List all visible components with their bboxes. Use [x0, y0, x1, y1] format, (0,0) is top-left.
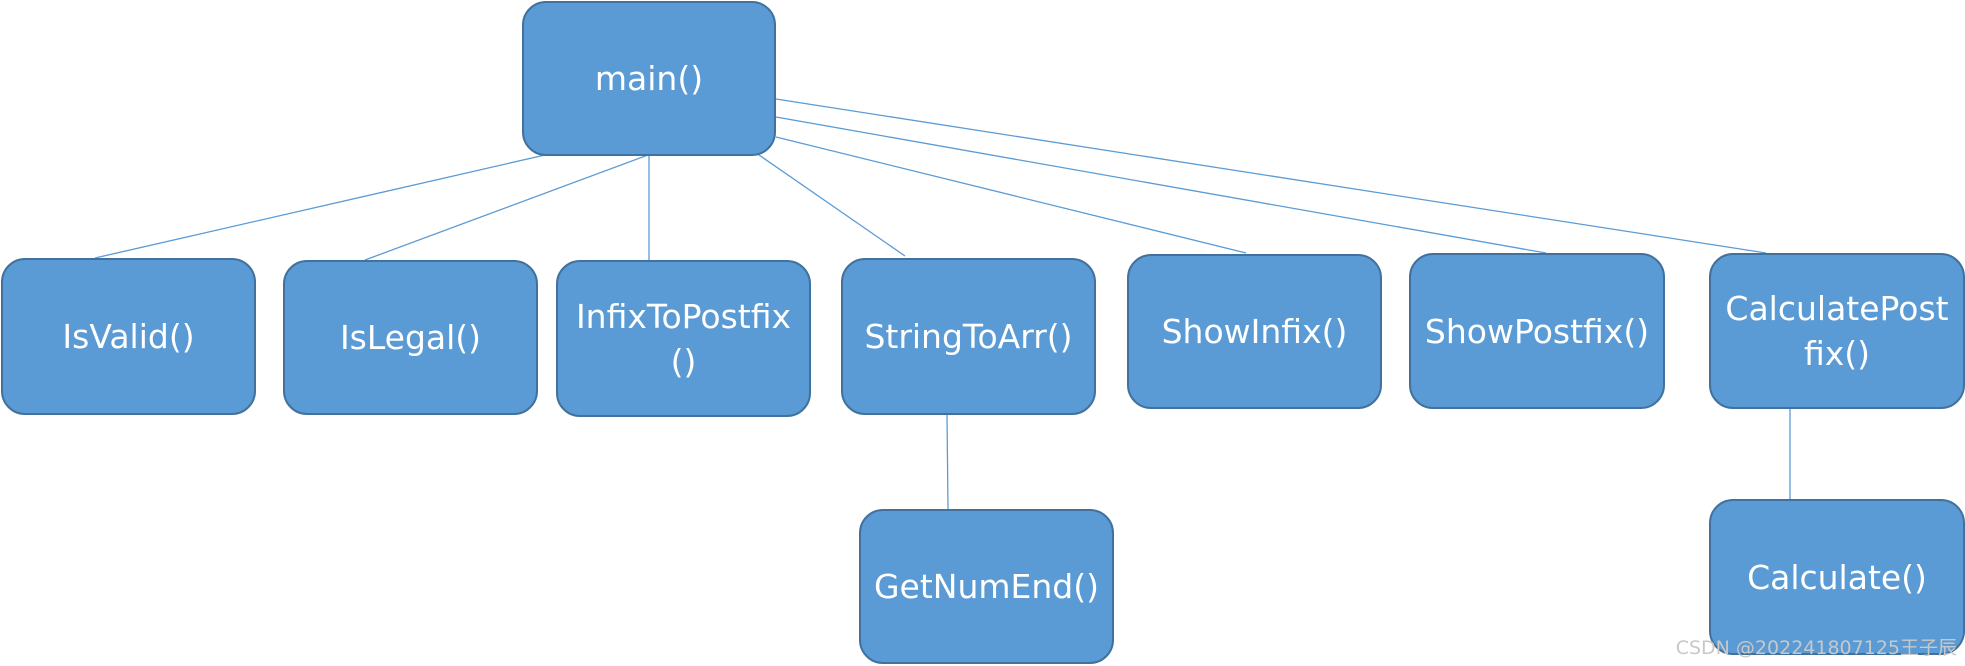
node-showpostfix: ShowPostfix() [1409, 253, 1665, 409]
connector-main-showpostfix [775, 116, 1547, 254]
node-infixtopostfix: InfixToPostfix() [556, 260, 811, 417]
connector-main-calculatepostfix [775, 98, 1767, 254]
connector-main-islegal [364, 154, 649, 261]
connector-stringtoarr-getnumend [946, 414, 949, 510]
connector-main-stringtoarr [758, 154, 906, 257]
node-main: main() [522, 1, 776, 156]
watermark-text: CSDN @202241807125王子辰 [1675, 637, 1957, 659]
node-isvalid: IsValid() [1, 258, 256, 415]
node-showinfix: ShowInfix() [1127, 254, 1382, 409]
node-getnumend: GetNumEnd() [859, 509, 1114, 664]
connector-main-showinfix [775, 136, 1247, 254]
node-calculate: Calculate() [1709, 499, 1965, 655]
node-calculatepostfix: CalculatePostfix() [1709, 253, 1965, 409]
connector-main-isvalid [94, 154, 546, 259]
node-islegal: IsLegal() [283, 260, 538, 415]
node-stringtoarr: StringToArr() [841, 258, 1096, 415]
